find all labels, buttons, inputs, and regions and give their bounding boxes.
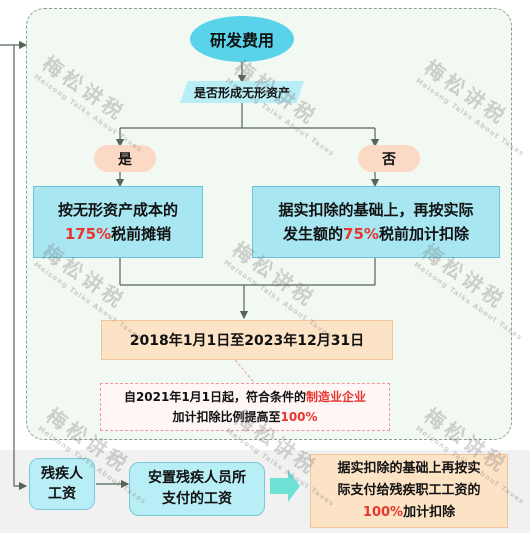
super-deduction-prefix: 发生额的 bbox=[283, 225, 344, 243]
manufacturing-note: 自2021年1月1日起，符合条件的制造业企业 加计扣除比例提高至100% bbox=[100, 383, 390, 431]
rd-expense-node: 研发费用 bbox=[190, 16, 294, 62]
super-deduction-line2: 发生额的75%税前加计扣除 bbox=[283, 222, 469, 246]
amortization-pct: 175% bbox=[64, 225, 112, 243]
yes-label: 是 bbox=[94, 145, 156, 172]
placement-line2: 支付的工资 bbox=[162, 491, 232, 507]
disabled-deduction-box: 据实扣除的基础上再按实 际支付给残疾职工工资的 100%加计扣除 bbox=[310, 454, 508, 528]
amortization-line2: 175%税前摊销 bbox=[65, 222, 171, 246]
no-label: 否 bbox=[358, 145, 420, 172]
intangible-asset-question: 是否形成无形资产 bbox=[180, 81, 304, 103]
disabled-wages-node: 残疾人工资 bbox=[29, 458, 95, 510]
placement-wages-box: 安置残疾人员所 支付的工资 bbox=[129, 462, 265, 516]
policy-period-box: 2018年1月1日至2023年12月31日 bbox=[101, 320, 393, 360]
super-deduction-pct: 75% bbox=[343, 225, 379, 243]
outer-left-bracket bbox=[0, 44, 28, 491]
amortization-box: 按无形资产成本的 175%税前摊销 bbox=[33, 186, 203, 258]
note-prefix: 自2021年1月1日起，符合条件的 bbox=[123, 390, 307, 404]
note-pointer-line bbox=[231, 355, 263, 393]
note-line1: 自2021年1月1日起，符合条件的制造业企业 bbox=[124, 387, 366, 407]
note-highlight: 制造业企业 bbox=[306, 390, 367, 404]
note-line2: 加计扣除比例提高至100% bbox=[172, 407, 317, 427]
disabled-deduction-suffix: 加计扣除 bbox=[403, 505, 456, 520]
placement-line1: 安置残疾人员所 bbox=[148, 470, 246, 486]
amortization-suffix: 税前摊销 bbox=[111, 225, 172, 243]
result-arrow-icon bbox=[270, 470, 300, 502]
disabled-deduction-line1: 据实扣除的基础上再按实 bbox=[337, 461, 481, 476]
note-pct: 100% bbox=[280, 410, 318, 424]
note-line2-prefix: 加计扣除比例提高至 bbox=[172, 410, 281, 424]
amortization-line1: 按无形资产成本的 bbox=[57, 201, 178, 219]
disabled-deduction-line2: 际支付给残疾职工工资的 bbox=[337, 483, 481, 498]
disabled-deduction-line3: 100%加计扣除 bbox=[363, 502, 455, 524]
super-deduction-line1: 据实扣除的基础上，再按实际 bbox=[278, 201, 474, 219]
disabled-deduction-pct: 100% bbox=[362, 505, 404, 520]
super-deduction-box: 据实扣除的基础上，再按实际 发生额的75%税前加计扣除 bbox=[252, 186, 500, 258]
super-deduction-suffix: 税前加计扣除 bbox=[378, 225, 469, 243]
